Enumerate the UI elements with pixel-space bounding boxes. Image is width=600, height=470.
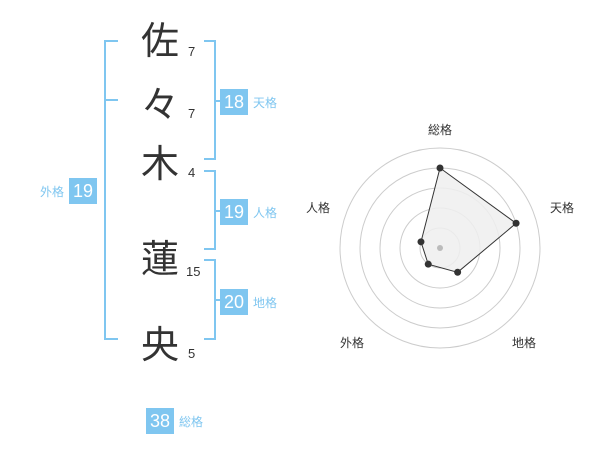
radar-polygon <box>420 167 517 273</box>
name-char-5: 央 <box>140 323 179 367</box>
jinkaku-label: 人格 <box>253 205 278 220</box>
radar-axis-label-1: 天格 <box>550 200 574 215</box>
stroke-count-2: 7 <box>188 106 196 121</box>
chikaku-badge: 20 地格 <box>220 289 277 315</box>
radar-axis-label-2: 地格 <box>512 335 536 350</box>
name-char-3: 木 <box>140 142 179 186</box>
radar-point-0 <box>436 164 444 172</box>
radar-point-1 <box>512 219 520 227</box>
gaikaku-bracket <box>104 40 118 340</box>
jinkaku-bracket-tick <box>216 210 222 212</box>
jinkaku-value: 19 <box>220 199 248 225</box>
stroke-count-3: 4 <box>188 165 196 180</box>
radar-grid-ring <box>339 147 541 349</box>
chikaku-bracket <box>204 259 216 340</box>
name-char-4: 蓮 <box>140 237 179 281</box>
radar-axis-label-3: 外格 <box>340 335 364 350</box>
gaikaku-bracket-tick <box>104 99 118 101</box>
soukaku-value: 38 <box>146 408 174 434</box>
stroke-count-5: 5 <box>188 346 196 361</box>
tenkaku-badge: 18 天格 <box>220 89 277 115</box>
tenkaku-bracket-tick <box>216 100 222 102</box>
tenkaku-label: 天格 <box>253 95 278 110</box>
soukaku-badge: 38 総格 <box>146 408 203 434</box>
radar-center-dot <box>437 245 443 251</box>
tenkaku-bracket <box>204 40 216 160</box>
radar-point-4 <box>417 238 425 246</box>
radar-axis-label-4: 人格 <box>306 200 330 215</box>
stroke-count-1: 7 <box>188 44 196 59</box>
radar-axis-label-0: 総格 <box>428 122 452 137</box>
chikaku-value: 20 <box>220 289 248 315</box>
jinkaku-bracket <box>204 170 216 250</box>
radar-point-2 <box>454 268 462 276</box>
chikaku-label: 地格 <box>253 295 278 310</box>
name-char-1: 佐 <box>140 19 179 63</box>
gaikaku-label: 外格 <box>40 184 65 199</box>
gaikaku-badge: 外格 19 <box>40 178 98 204</box>
radar-points <box>417 164 520 276</box>
gaikaku-value: 19 <box>69 178 98 204</box>
soukaku-label: 総格 <box>179 414 204 429</box>
tenkaku-value: 18 <box>220 89 248 115</box>
stroke-count-4: 15 <box>186 264 201 279</box>
radar-point-3 <box>424 260 432 268</box>
chikaku-bracket-tick <box>216 299 222 301</box>
name-char-2: 々 <box>140 83 179 127</box>
jinkaku-badge: 19 人格 <box>220 199 277 225</box>
